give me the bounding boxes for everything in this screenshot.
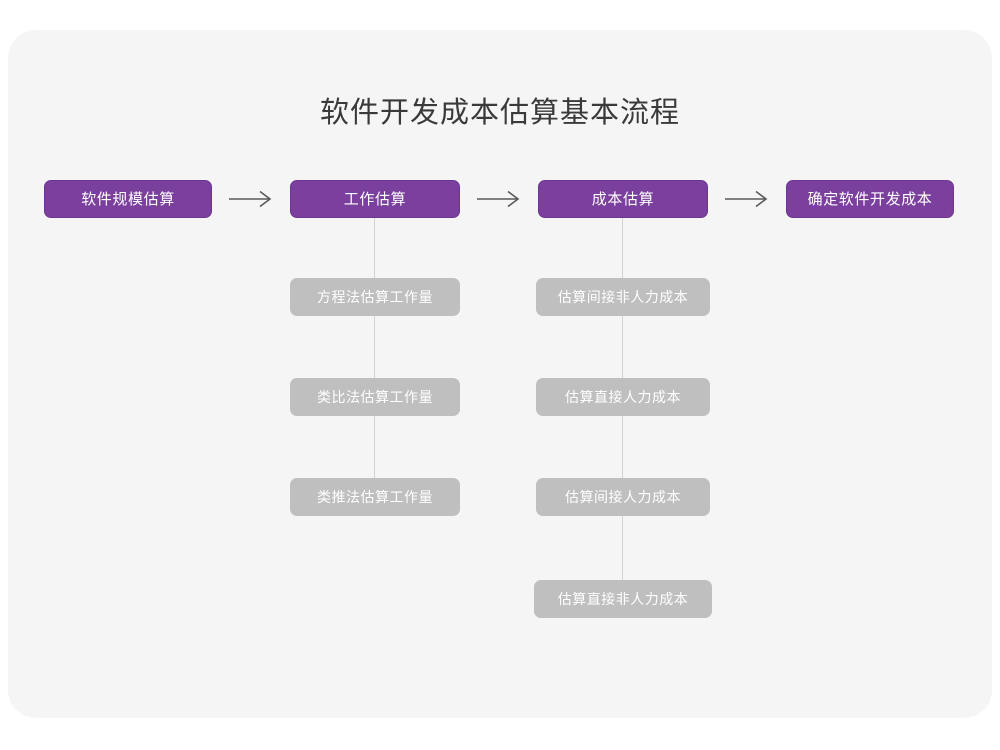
- detail-box-direct-labor-cost[interactable]: 估算直接人力成本: [536, 378, 710, 416]
- detail-box-indirect-nonlabor-cost[interactable]: 估算间接非人力成本: [536, 278, 710, 316]
- stage-box-cost-estimation[interactable]: 成本估算: [538, 180, 708, 218]
- detail-box-effort-equation-method[interactable]: 方程法估算工作量: [290, 278, 460, 316]
- arrow-right-icon-1: [227, 188, 275, 210]
- arrow-right-icon-2: [475, 188, 523, 210]
- detail-box-effort-analogy-method[interactable]: 类比法估算工作量: [290, 378, 460, 416]
- page-title: 软件开发成本估算基本流程: [319, 97, 680, 129]
- stage-box-determine-development-cost[interactable]: 确定软件开发成本: [786, 180, 954, 218]
- diagram-card: [8, 30, 992, 718]
- detail-box-effort-inference-method[interactable]: 类推法估算工作量: [290, 478, 460, 516]
- stage-box-software-size-estimation[interactable]: 软件规模估算: [44, 180, 212, 218]
- arrow-right-icon-3: [723, 188, 771, 210]
- stage-box-effort-estimation[interactable]: 工作估算: [290, 180, 460, 218]
- connector-line-effort-column: [374, 216, 375, 500]
- detail-box-indirect-labor-cost[interactable]: 估算间接人力成本: [536, 478, 710, 516]
- detail-box-direct-nonlabor-cost[interactable]: 估算直接非人力成本: [534, 580, 712, 618]
